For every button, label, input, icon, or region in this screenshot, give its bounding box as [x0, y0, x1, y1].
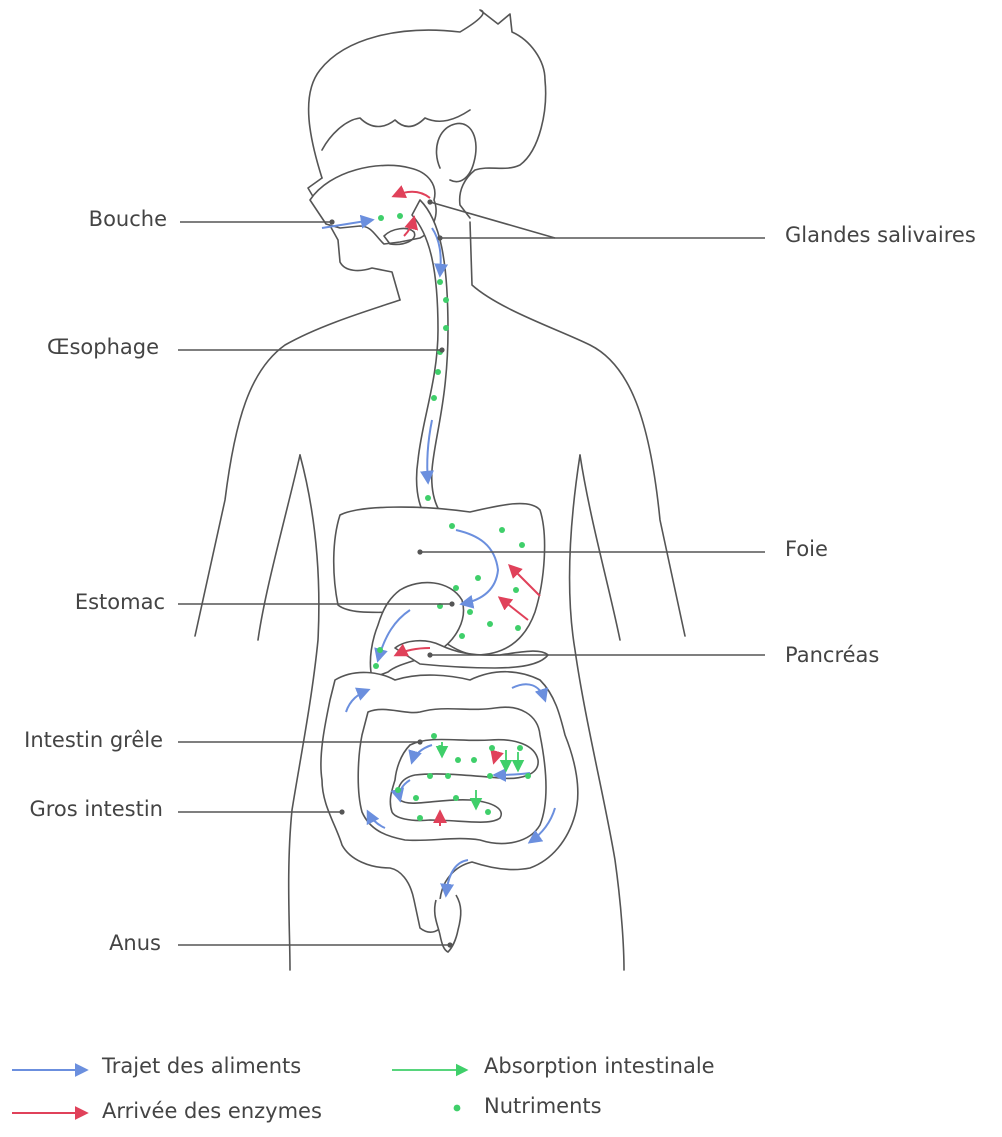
label-estomac: Estomac: [75, 590, 165, 614]
legend-absorption: Absorption intestinale: [484, 1054, 715, 1078]
label-gros-intestin: Gros intestin: [29, 797, 163, 821]
label-glandes-salivaires: Glandes salivaires: [785, 223, 976, 247]
rectum: [435, 895, 461, 952]
label-bouche: Bouche: [89, 207, 167, 231]
label-anus: Anus: [109, 931, 161, 955]
label-intestin-grele: Intestin grêle: [24, 728, 163, 752]
arm-left-inner: [258, 455, 300, 640]
legend-enzymes: Arrivée des enzymes: [102, 1099, 322, 1123]
torso-right: [570, 455, 624, 970]
label-foie: Foie: [785, 537, 828, 561]
legend-swatch-nutriments: [454, 1105, 461, 1112]
label-oesophage: Œsophage: [47, 335, 159, 359]
label-pancreas: Pancréas: [785, 643, 879, 667]
legend-aliments: Trajet des aliments: [102, 1054, 301, 1078]
arm-right-inner: [580, 455, 620, 640]
esophagus: [412, 200, 470, 537]
torso-left: [289, 455, 319, 970]
legend-nutriments: Nutriments: [484, 1094, 602, 1118]
hair-line: [322, 110, 470, 150]
ear-outline: [436, 123, 475, 181]
